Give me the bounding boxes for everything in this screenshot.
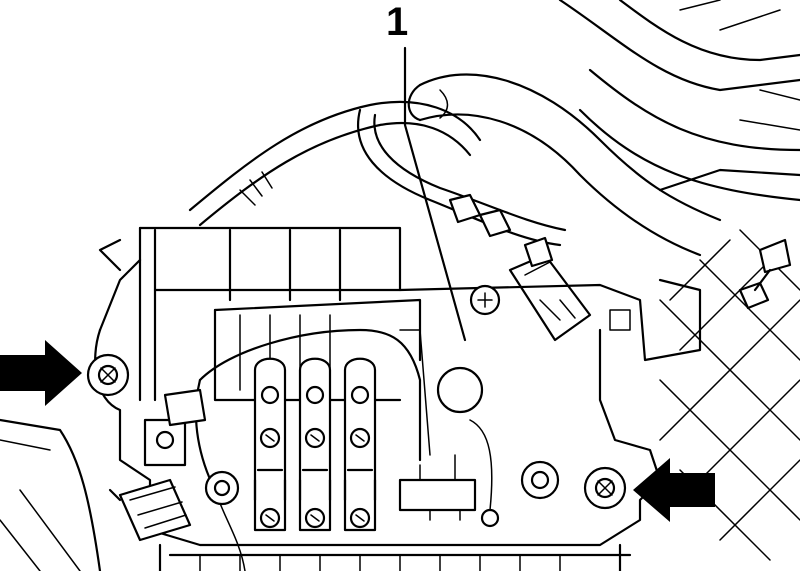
wiring-harness — [188, 100, 567, 247]
arrow-left-icon — [633, 458, 715, 522]
terminal-nuts — [259, 385, 500, 529]
mounting-holes — [436, 284, 631, 500]
hose — [407, 73, 722, 257]
hatch-pattern — [659, 229, 800, 561]
body-panel — [558, 0, 800, 202]
arrow-right-icon — [0, 340, 82, 406]
left-connector — [108, 388, 207, 542]
callout-number: 1 — [386, 0, 409, 44]
connector-plug — [508, 236, 592, 342]
mounting-bolts — [86, 353, 627, 510]
lower-left-panel — [0, 238, 122, 571]
relay — [398, 454, 477, 521]
cable-tie — [738, 238, 792, 310]
callout-leader-line — [403, 46, 467, 342]
